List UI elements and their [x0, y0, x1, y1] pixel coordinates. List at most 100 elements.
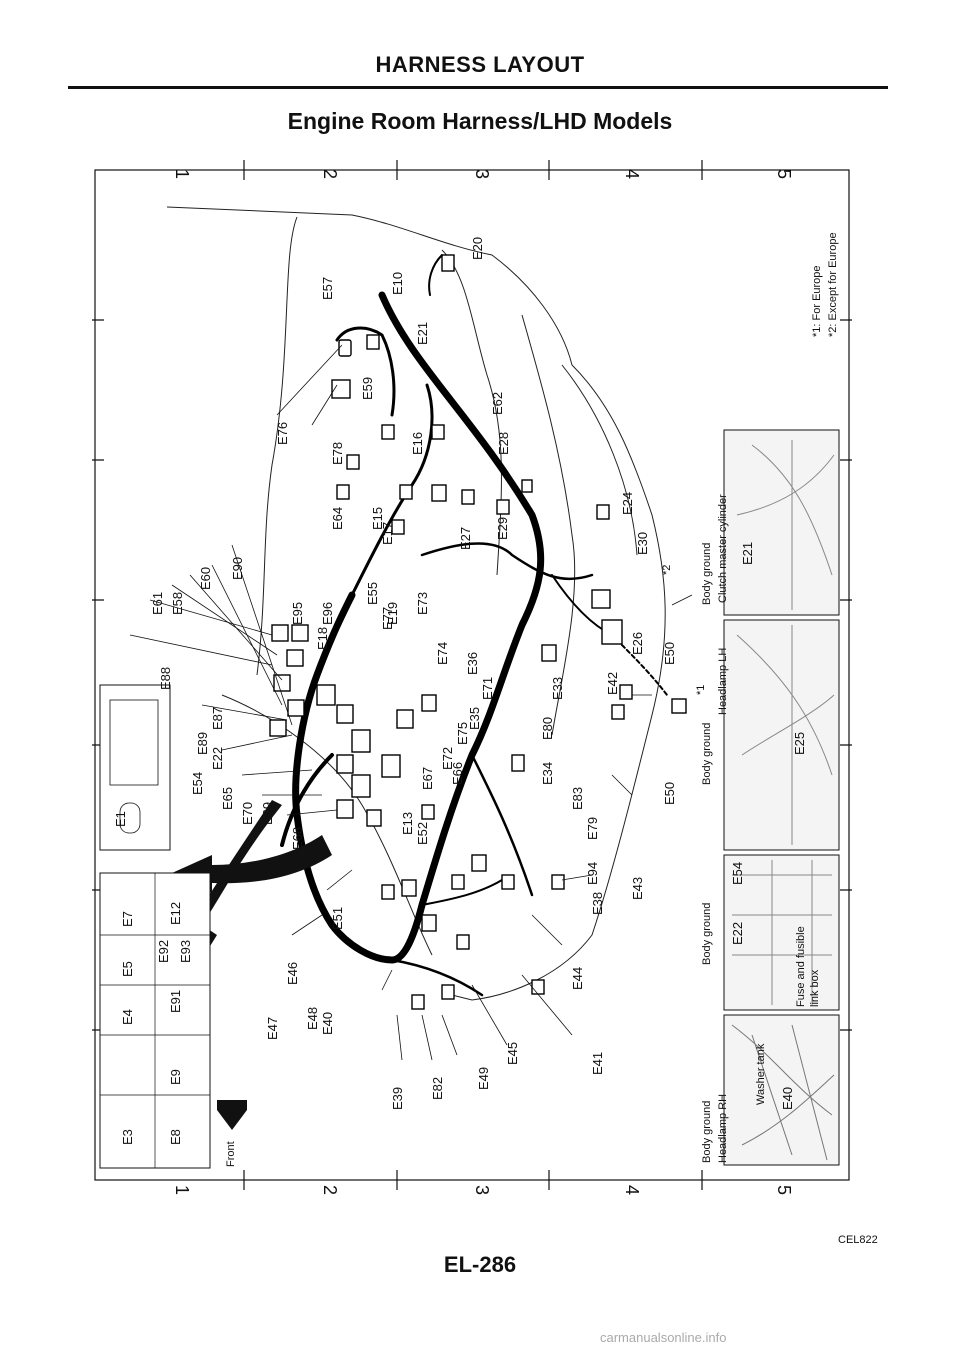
grid-number-top-2: 2	[320, 169, 340, 179]
connector-label: E33	[550, 677, 565, 700]
connector-label: E15	[370, 507, 385, 530]
legend-cell-e5: E5	[120, 961, 135, 977]
connector-label: E47	[265, 1017, 280, 1040]
connector-label: E22	[210, 747, 225, 770]
connector-label: E40	[320, 1012, 335, 1035]
connector-label: E19	[385, 602, 400, 625]
connector-label: E67	[420, 767, 435, 790]
inset-3-label-headlamp-lh: Headlamp LH	[717, 648, 729, 715]
legend-cell-e3: E3	[120, 1129, 135, 1145]
inset-4	[723, 429, 840, 616]
connector-label: E60	[198, 567, 213, 590]
diagram-title: Engine Room Harness/LHD Models	[287, 108, 673, 134]
inset-2-label-e22: E22	[730, 922, 745, 945]
connector-labels: E10E13E15E16E17E18E19E20E21E22E24E25E26E…	[150, 237, 815, 1110]
connector-label: E94	[585, 862, 600, 885]
connector-label: E79	[585, 817, 600, 840]
leader-lines	[129, 344, 693, 1061]
connector-label: E38	[590, 892, 605, 915]
connector-label: E48	[305, 1007, 320, 1030]
legend-box-1-label: E1	[113, 811, 128, 827]
connector-label: E78	[330, 442, 345, 465]
front-label: Front	[225, 1141, 237, 1167]
connector-label: E96	[320, 602, 335, 625]
marker-star-2: *2	[661, 565, 673, 575]
connector-label: E49	[476, 1067, 491, 1090]
legend-cell-e93: E93	[178, 940, 193, 963]
connector-label: E80	[540, 717, 555, 740]
grid-letter-left-g: G	[92, 251, 94, 265]
legend-cell-e92: E92	[156, 940, 171, 963]
connector-label: E42	[605, 672, 620, 695]
connector-label: E82	[430, 1077, 445, 1100]
harness-diagram: 1 2 3 4 5 1 2 3 4 5 G F E D C B A G F E …	[92, 155, 852, 1195]
legend-box-1-tag	[119, 802, 141, 834]
inset-4-label-e21: E21	[740, 542, 755, 565]
connector-label: E69	[260, 802, 275, 825]
connector-label: E64	[330, 507, 345, 530]
legend-cell-e12: E12	[168, 902, 183, 925]
grid-number-bottom-1: 1	[172, 1185, 192, 1195]
inset-4-label-clutch: Clutch master cylinder	[717, 494, 729, 603]
connector-label: E45	[505, 1042, 520, 1065]
connector-label: E18	[315, 627, 330, 650]
connector-label: E87	[210, 707, 225, 730]
inset-1	[723, 1014, 840, 1166]
connector-label: E75	[455, 722, 470, 745]
connector-label: E16	[410, 432, 425, 455]
connector-label: E83	[570, 787, 585, 810]
grid-letter-left-c: C	[92, 815, 94, 828]
legend-cell-e4: E4	[120, 1009, 135, 1025]
connector-label: E61	[150, 592, 165, 615]
connector-label: E50	[662, 642, 677, 665]
connector-label: E74	[435, 642, 450, 665]
grid-letter-left-d: D	[92, 671, 94, 684]
connector-label: E36	[465, 652, 480, 675]
inset-1-heading: Body ground	[701, 1101, 713, 1163]
marker-star-1: *1	[695, 685, 707, 695]
connector-label: E28	[496, 432, 511, 455]
grid-number-bottom-4: 4	[622, 1185, 642, 1195]
connector-label: E44	[570, 967, 585, 990]
reference-code: CEL822	[838, 1234, 878, 1246]
inset-1-label-e40: E40	[780, 1087, 795, 1110]
grid-letter-left-f: F	[92, 385, 94, 396]
connector-label: E54	[190, 772, 205, 795]
connector-label: E58	[170, 592, 185, 615]
connector-label: E34	[540, 762, 555, 785]
connector-label: E89	[195, 732, 210, 755]
legend-cell-e8: E8	[168, 1129, 183, 1145]
connector-label: E73	[415, 592, 430, 615]
inset-2-label-e54: E54	[730, 862, 745, 885]
connector-label: E66	[450, 762, 465, 785]
connector-label: E65	[220, 787, 235, 810]
connector-label: E57	[320, 277, 335, 300]
connector-label: E59	[360, 377, 375, 400]
legend-cell-e7: E7	[120, 911, 135, 927]
connector-label: E10	[390, 272, 405, 295]
connector-label: E46	[285, 962, 300, 985]
grid-number-top-1: 1	[172, 169, 192, 179]
connector-label: E21	[415, 322, 430, 345]
inset-2-label-fuse: Fuse and fusible	[795, 926, 807, 1007]
connector-label: E13	[400, 812, 415, 835]
connector-label: E90	[230, 557, 245, 580]
page-header: HARNESS LAYOUT	[375, 52, 585, 77]
diagram-frame: 1 2 3 4 5 1 2 3 4 5 G F E D C B A G F E …	[92, 160, 852, 1195]
inset-3-label-e25: E25	[792, 732, 807, 755]
connector-label: E26	[630, 632, 645, 655]
legend-cell-e91: E91	[168, 990, 183, 1013]
inset-2-label-link-box: link box	[809, 969, 821, 1007]
inset-3	[723, 619, 840, 851]
note-except-europe: *2: Except for Europe	[827, 232, 839, 337]
grid-letter-left-a: A	[92, 1097, 94, 1109]
inset-3-heading: Body ground	[701, 723, 713, 785]
connector-label: E51	[330, 907, 345, 930]
connector-label: E43	[630, 877, 645, 900]
legend-box-1-inner	[109, 699, 159, 786]
connector-label: E71	[480, 677, 495, 700]
front-arrow-upper	[172, 835, 332, 893]
grid-number-bottom-5: 5	[774, 1185, 794, 1195]
inset-2	[723, 854, 840, 1011]
connector-label: E68	[290, 827, 305, 850]
